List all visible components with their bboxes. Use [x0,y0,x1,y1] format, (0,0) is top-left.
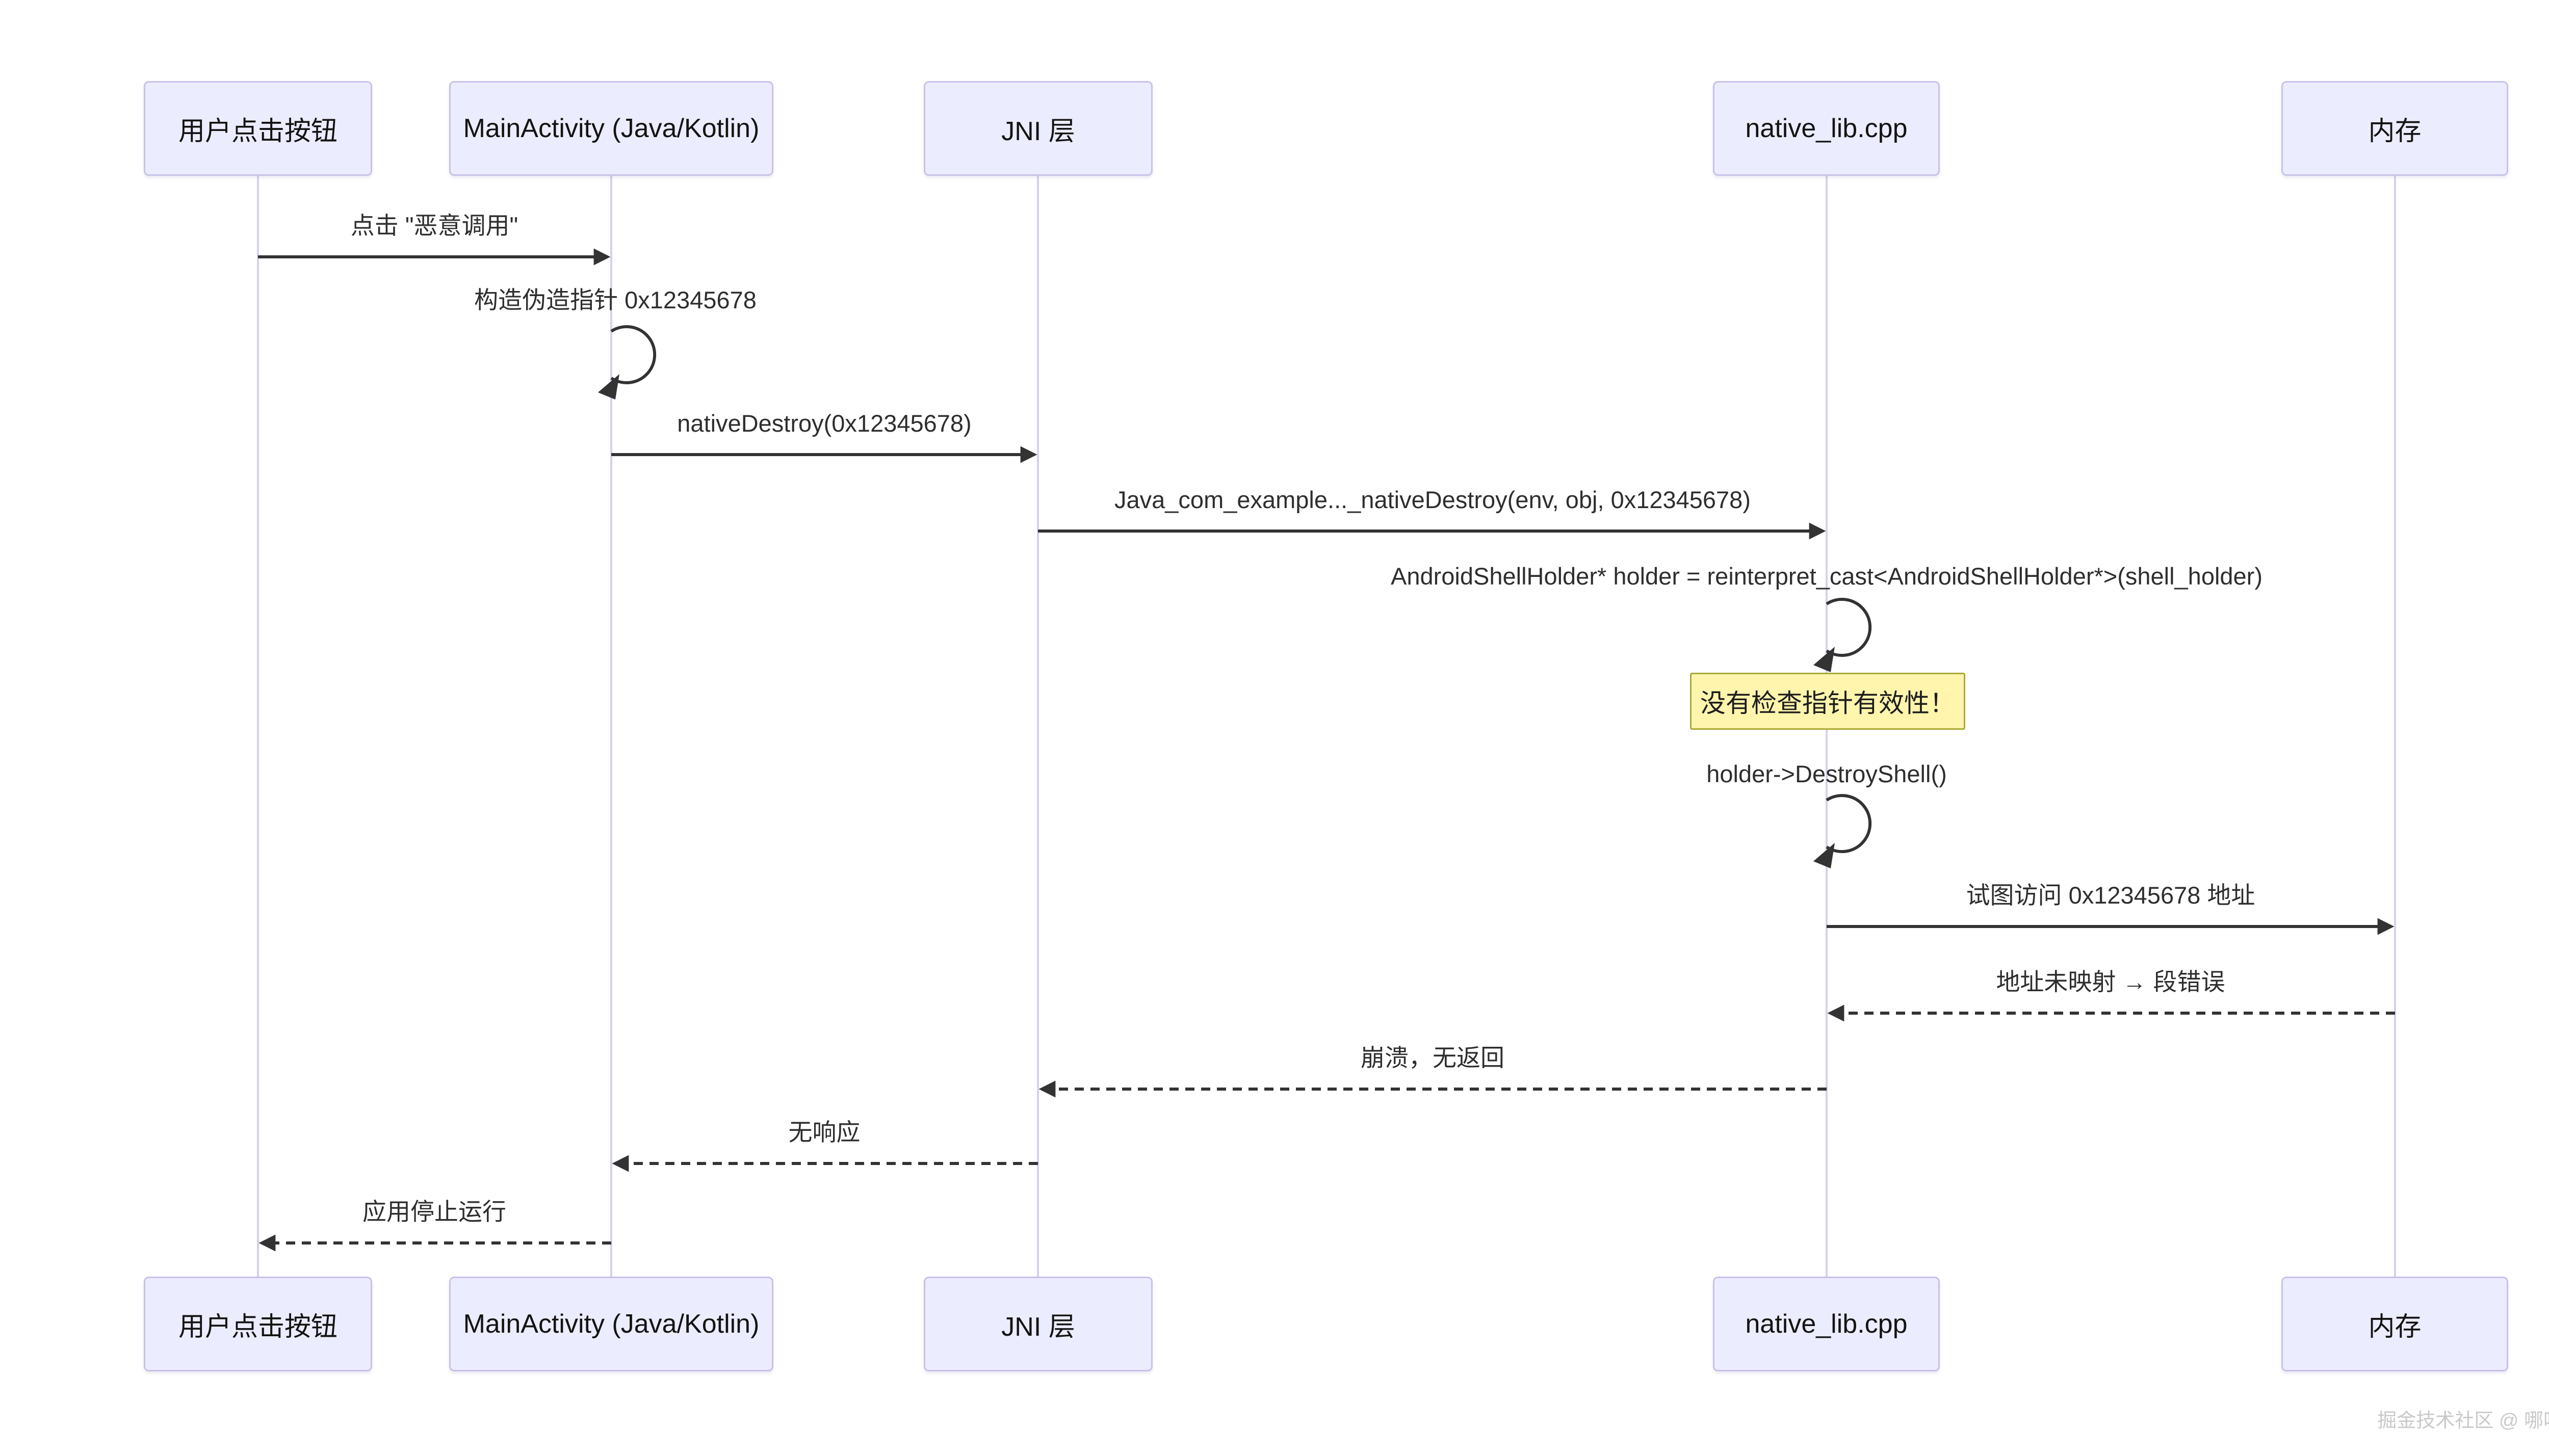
watermark: 掘金技术社区 @ 哪吒网络安全 [2377,1410,2549,1432]
self-loop-forge-pointer [598,325,657,400]
message-label-access-memory: 试图访问 0x12345678 地址 [1966,882,2255,909]
actor-box-jni-top: JNI 层 [924,81,1153,176]
actor-box-nativelib-bottom: native_lib.cpp [1713,1277,1940,1371]
message-label-jni-bridge: Java_com_example..._nativeDestroy(env, o… [1114,486,1751,513]
message-label-noresponse: 无响应 [788,1119,861,1146]
actor-box-mainactivity-bottom: MainActivity (Java/Kotlin) [449,1277,773,1371]
actor-box-memory-bottom: 内存 [2281,1277,2508,1371]
message-label-crash: 崩溃，无返回 [1361,1044,1504,1071]
message-label-destroyshell: holder->DestroyShell() [1706,760,1947,787]
actor-box-mainactivity-top: MainActivity (Java/Kotlin) [449,81,773,176]
self-loop-reinterpret-cast [1813,598,1872,672]
actor-box-nativelib-top: native_lib.cpp [1713,81,1940,176]
actor-box-user-top: 用户点击按钮 [144,81,372,176]
message-label-click: 点击 "恶意调用" [350,212,518,239]
message-label-reinterpret-cast: AndroidShellHolder* holder = reinterpret… [1391,563,2262,590]
actor-box-jni-bottom: JNI 层 [924,1277,1153,1371]
message-label-forge-pointer: 构造伪造指针 0x12345678 [474,286,757,313]
message-label-nativedestroy: nativeDestroy(0x12345678) [677,410,972,437]
note-pointer-validity: 没有检查指针有效性！ [1690,673,1965,730]
actor-box-user-bottom: 用户点击按钮 [144,1277,372,1371]
message-label-segfault: 地址未映射 → 段错误 [1996,968,2225,995]
actor-box-memory-top: 内存 [2281,81,2508,176]
self-loop-destroyshell [1813,794,1872,868]
message-label-appstopped: 应用停止运行 [362,1198,506,1225]
